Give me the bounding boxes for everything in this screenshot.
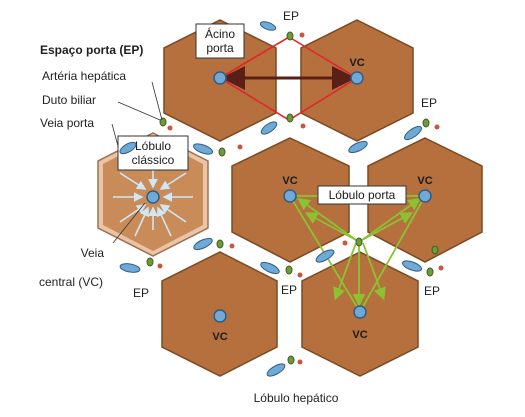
- vc-label: VC: [417, 175, 432, 187]
- portal-triad: [348, 140, 368, 154]
- portal-triad: [403, 118, 440, 141]
- ep-label: EP: [421, 96, 437, 110]
- portal-triad: [260, 261, 303, 278]
- portal-triad: [193, 237, 235, 251]
- ep-label: EP: [424, 284, 440, 298]
- vc-label: VC: [282, 175, 297, 187]
- central-vein: [350, 71, 364, 85]
- central-vein: [213, 71, 227, 85]
- central-vein: [353, 305, 367, 319]
- portal-triad: [402, 260, 444, 277]
- central-vein-label-1: Veia: [81, 246, 105, 260]
- portal-triad: [259, 21, 305, 41]
- portal-triad: [260, 113, 306, 135]
- ep-label: EP: [133, 286, 149, 300]
- portal-triad: [266, 355, 303, 377]
- acinus-label-2: porta: [206, 41, 234, 55]
- portal-triad: [315, 237, 363, 263]
- classic-lobule-label-1: Lóbulo: [135, 139, 171, 153]
- classic-lobule: Lóbulo clássico: [97, 132, 209, 257]
- portal-lobule-label: Lóbulo porta: [329, 188, 396, 202]
- portal-space-label: Espaço porta (EP): [40, 43, 143, 57]
- portal-triad: [193, 143, 243, 157]
- central-vein: [418, 189, 432, 203]
- central-vein: [213, 309, 227, 323]
- portal-triad: [159, 117, 173, 131]
- portal-vein-label: Veia porta: [40, 116, 94, 130]
- portal-triad: [119, 257, 163, 273]
- hepatic-artery-label: Artéria hepática: [42, 69, 126, 83]
- vc-label: VC: [352, 329, 367, 341]
- central-vein: [146, 190, 160, 204]
- bile-duct-label: Duto biliar: [42, 93, 96, 107]
- caption: Lóbulo hepático: [254, 391, 339, 405]
- vc-label: VC: [212, 331, 227, 343]
- central-vein: [283, 189, 297, 203]
- central-vein-label-2: central (VC): [39, 275, 103, 289]
- classic-lobule-label-2: clássico: [132, 153, 175, 167]
- portal-triad: [119, 141, 137, 155]
- portal-triad: [431, 245, 439, 255]
- portal-acinus: VC Ácino porta: [195, 23, 365, 121]
- ep-label: EP: [281, 283, 297, 297]
- acinus-label-1: Ácino: [205, 26, 235, 41]
- vc-label: VC: [349, 57, 364, 69]
- callout-lines: [111, 81, 163, 244]
- ep-label: EP: [283, 9, 299, 23]
